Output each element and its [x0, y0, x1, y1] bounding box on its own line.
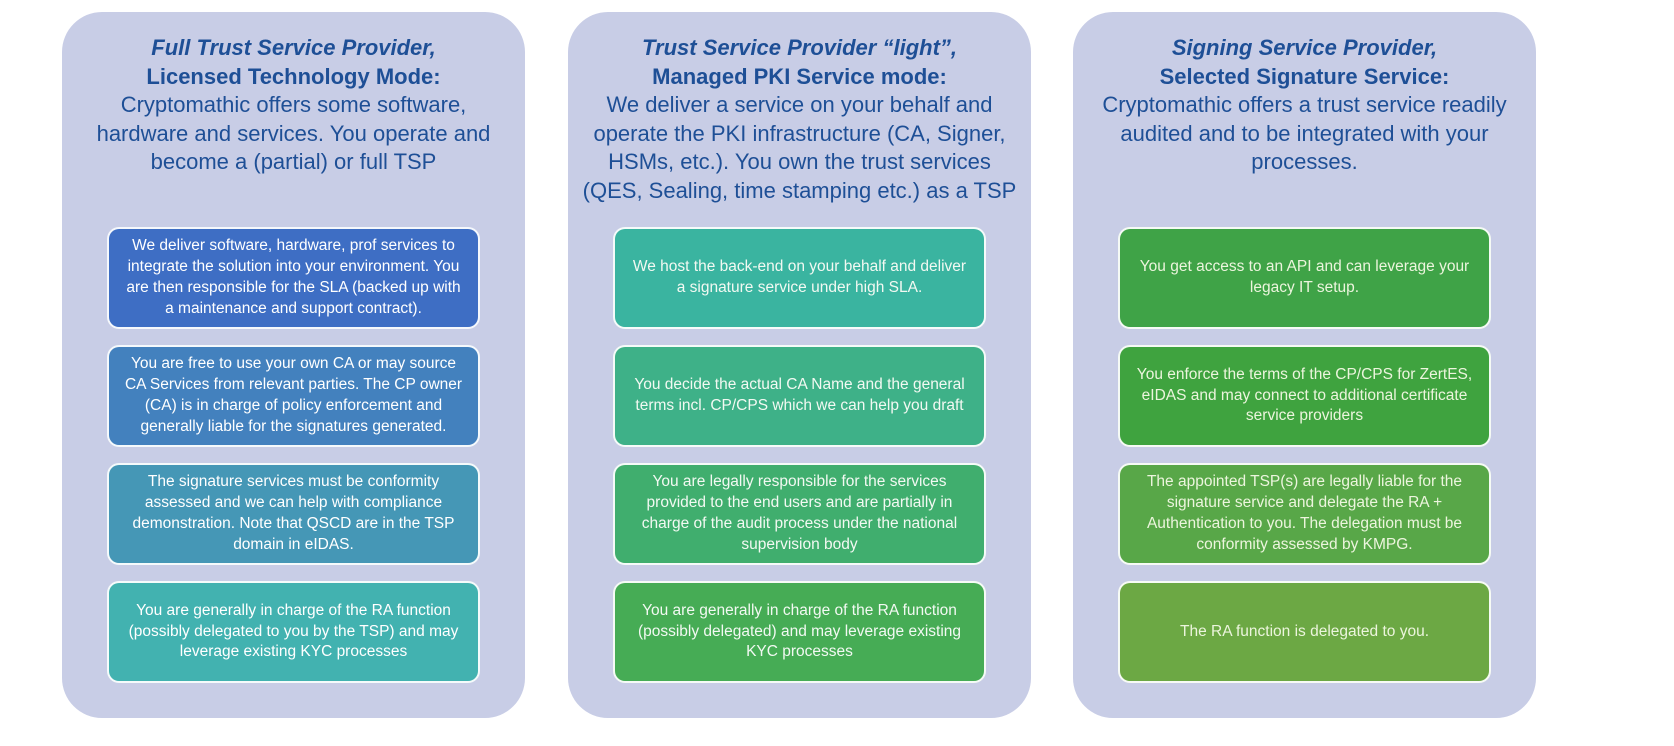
info-box-text: You decide the actual CA Name and the ge… [634, 376, 965, 414]
info-box-text: You get access to an API and can leverag… [1139, 258, 1470, 296]
info-box: You are free to use your own CA or may s… [107, 345, 480, 447]
column-card-full-trust-service-provider: Full Trust Service Provider, Licensed Te… [62, 12, 525, 718]
info-box-text: You are generally in charge of the RA fu… [128, 601, 459, 661]
column-title: Trust Service Provider “light”, [641, 35, 958, 60]
column-card-signing-service-provider: Signing Service Provider, Selected Signa… [1073, 12, 1536, 718]
column-card-trust-service-provider-light: Trust Service Provider “light”, Managed … [568, 12, 1031, 718]
info-box: The signature services must be conformit… [107, 463, 480, 565]
info-box: The appointed TSP(s) are legally liable … [1118, 463, 1491, 565]
box-list-signing-sp: You get access to an API and can leverag… [1118, 227, 1491, 683]
column-subtitle: Managed PKI Service mode: [652, 63, 947, 89]
column-description: Cryptomathic offers some software, hardw… [96, 92, 491, 175]
info-box-text: We host the back-end on your behalf and … [632, 258, 967, 296]
info-box: You are generally in charge of the RA fu… [107, 581, 480, 683]
info-box: You are legally responsible for the serv… [613, 463, 986, 565]
info-box: We deliver software, hardware, prof serv… [107, 227, 480, 329]
info-box-text: You enforce the terms of the CP/CPS for … [1136, 365, 1473, 425]
column-description: We deliver a service on your behalf and … [582, 92, 1017, 203]
info-box-text: We deliver software, hardware, prof serv… [126, 237, 461, 317]
info-box: You enforce the terms of the CP/CPS for … [1118, 345, 1491, 447]
info-box-text: You are legally responsible for the serv… [641, 473, 958, 553]
info-box: We host the back-end on your behalf and … [613, 227, 986, 329]
info-box-text: The signature services must be conformit… [132, 473, 455, 553]
info-box-text: You are generally in charge of the RA fu… [637, 601, 962, 661]
info-box-text: The appointed TSP(s) are legally liable … [1146, 473, 1463, 553]
box-list-tsp-light: We host the back-end on your behalf and … [613, 227, 986, 683]
column-subtitle: Licensed Technology Mode: [146, 63, 441, 89]
column-header-tsp-light: Trust Service Provider “light”, Managed … [578, 34, 1021, 206]
column-header-signing-sp: Signing Service Provider, Selected Signa… [1083, 34, 1526, 177]
column-subtitle: Selected Signature Service: [1159, 63, 1450, 89]
info-box: You are generally in charge of the RA fu… [613, 581, 986, 683]
column-title: Full Trust Service Provider, [151, 35, 436, 60]
column-description: Cryptomathic offers a trust service read… [1102, 92, 1507, 175]
info-box: The RA function is delegated to you. [1118, 581, 1491, 683]
column-header-full-tsp: Full Trust Service Provider, Licensed Te… [72, 34, 515, 177]
info-box-text: You are free to use your own CA or may s… [124, 355, 463, 435]
box-list-full-tsp: We deliver software, hardware, prof serv… [107, 227, 480, 683]
column-title: Signing Service Provider, [1171, 35, 1438, 60]
info-box: You decide the actual CA Name and the ge… [613, 345, 986, 447]
info-box: You get access to an API and can leverag… [1118, 227, 1491, 329]
info-box-text: The RA function is delegated to you. [1179, 622, 1430, 640]
